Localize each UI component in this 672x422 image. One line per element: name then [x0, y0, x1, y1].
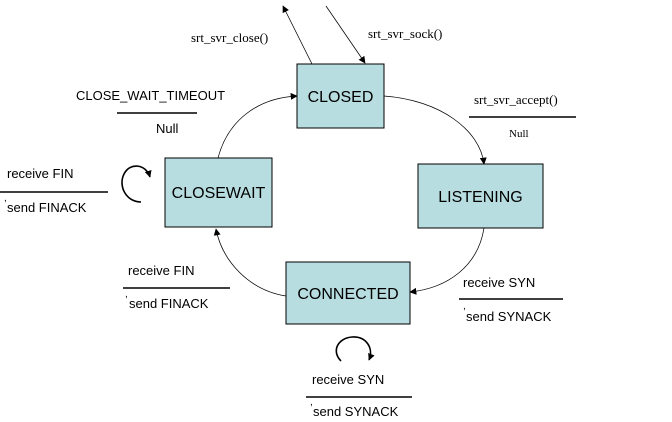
label-closewait-self-separator: , [4, 193, 7, 204]
state-listening-label: LISTENING [438, 189, 522, 206]
state-connected[interactable]: CONNECTED [285, 261, 411, 325]
label-connected-closewait-action: send FINACK [129, 296, 209, 311]
edge-closed-to-listening [383, 95, 487, 165]
edge-connected-to-closewait [213, 228, 287, 297]
label-timeout-action: Null [156, 121, 179, 136]
label-connected-self-action: send SYNACK [313, 404, 399, 419]
label-srt-svr-close: srt_svr_close() [191, 30, 268, 45]
label-srt-svr-sock: srt_svr_sock() [368, 26, 442, 41]
label-connected-self-event: receive SYN [312, 372, 384, 387]
label-listening-connected-action: send SYNACK [466, 309, 552, 324]
label-connected-closewait-separator: , [125, 289, 128, 300]
label-listening-connected-event: receive SYN [463, 275, 535, 290]
selfloop-closewait [121, 165, 152, 203]
label-listening-connected-separator: , [463, 301, 466, 312]
state-closed-label: CLOSED [308, 89, 374, 106]
state-connected-label: CONNECTED [297, 286, 398, 303]
label-timeout-event: CLOSE_WAIT_TIMEOUT [76, 88, 225, 103]
label-accept-action: Null [509, 128, 529, 140]
label-accept-event: srt_svr_accept() [474, 92, 558, 107]
label-connected-self-separator: , [310, 397, 313, 408]
label-closewait-self-event: receive FIN [7, 166, 73, 181]
selfloop-connected [335, 336, 375, 362]
edge-listening-to-connected [409, 227, 485, 295]
state-closewait[interactable]: CLOSEWAIT [164, 157, 273, 228]
edge-closewait-to-closed [217, 92, 298, 159]
label-connected-closewait-event: receive FIN [128, 263, 194, 278]
state-closewait-label: CLOSEWAIT [172, 185, 266, 202]
label-closewait-self-action: send FINACK [7, 200, 87, 215]
state-listening[interactable]: LISTENING [417, 163, 544, 229]
state-closed[interactable]: CLOSED [296, 63, 385, 129]
edge-external-in-closed [325, 5, 366, 64]
edge-closed-external-out [282, 5, 313, 65]
